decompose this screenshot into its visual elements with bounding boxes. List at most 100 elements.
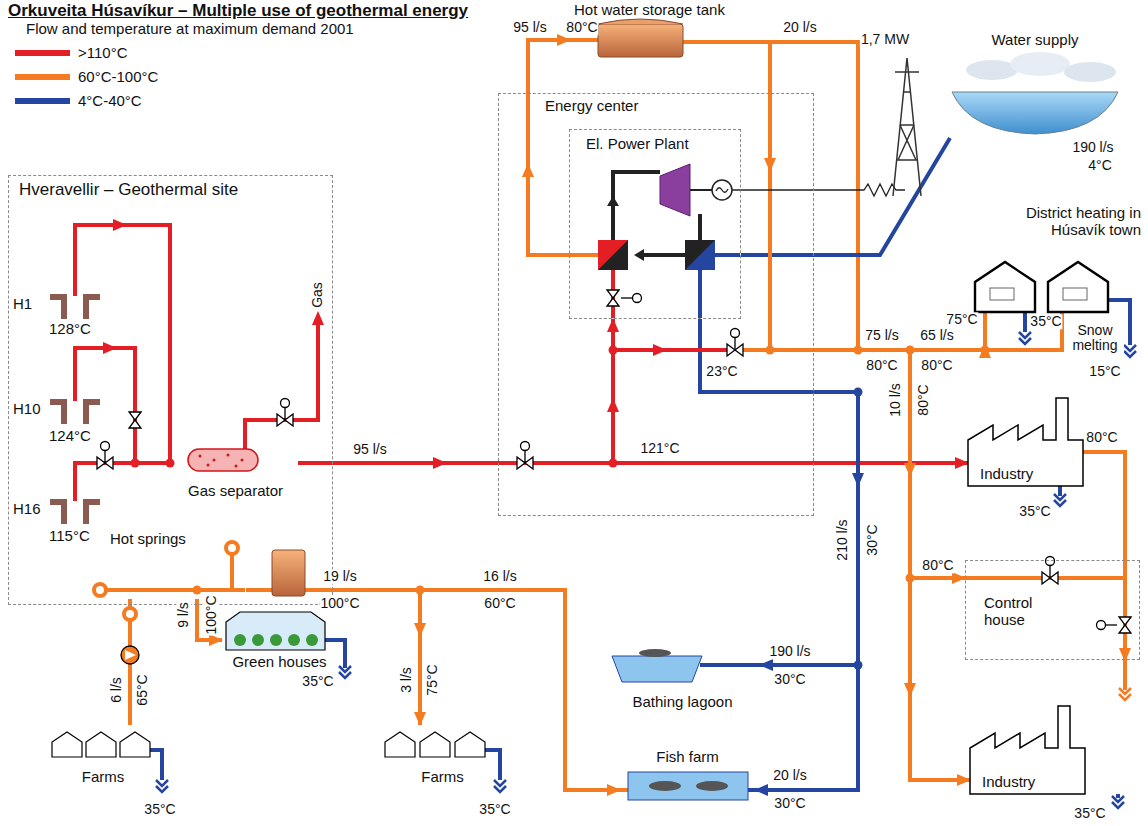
fish-pond: [649, 781, 681, 791]
pipe-connector: [814, 461, 968, 465]
flow-value: 80°C: [916, 383, 931, 416]
junction-dot: [166, 459, 175, 468]
pipe-connector: [814, 350, 970, 780]
drain-symbol: [1054, 494, 1066, 506]
lagoon: [612, 649, 702, 682]
house-symbol: [975, 262, 1035, 312]
heat-exchanger: [685, 240, 715, 270]
node-label: Farms: [421, 769, 464, 786]
control-valve: [727, 329, 743, 357]
control-valve: [633, 294, 642, 303]
storage-tank: [598, 19, 683, 57]
flow-value: 190 l/s: [768, 644, 811, 659]
hot-spring: [226, 542, 238, 554]
flow-value: 35°C: [1029, 314, 1062, 329]
storage-tank: [598, 19, 683, 24]
well: H10 124°C: [9, 401, 104, 447]
control-valve: [517, 442, 533, 470]
flow-value: 100°C: [204, 594, 219, 635]
orange-pipe: [743, 348, 985, 352]
blue-pipe: [715, 253, 740, 257]
node-label: Energy center: [545, 98, 638, 115]
flow-rate: 16 l/s: [482, 569, 517, 584]
pump: [121, 646, 139, 664]
control-valve: [1106, 624, 1117, 625]
greenhouse: [226, 601, 325, 650]
flow-rate: 121°C: [639, 441, 680, 456]
storage-tank: [598, 24, 683, 57]
legend-row: 4°C-40°C: [15, 92, 215, 110]
blue-pipe: [698, 270, 702, 318]
flow-arrow: [904, 463, 916, 477]
junction-dot: [854, 346, 863, 355]
blue-pipe: [485, 750, 500, 780]
flow-value: 75°C: [425, 663, 440, 696]
drain-symbol: [1124, 345, 1136, 357]
house-symbol: [990, 288, 1014, 300]
lagoon: [639, 649, 671, 657]
house-symbol: [52, 262, 1108, 757]
house-symbol: [455, 732, 485, 757]
pipe-connector: [741, 138, 950, 255]
flow-value: 80°C: [920, 358, 953, 373]
house-symbol: [120, 732, 150, 757]
node-label: Gas separator: [188, 483, 283, 500]
junction-dot: [131, 346, 990, 670]
orange-pipe: [683, 40, 730, 44]
blue-pipe: [150, 750, 162, 780]
flow-value: 30°C: [773, 672, 806, 687]
hot-spring: [124, 608, 136, 620]
spring-tank: [272, 550, 305, 596]
pipe-connector: [75, 348, 173, 463]
control-valve: [129, 412, 141, 428]
junction-dot: [416, 586, 425, 595]
pipe-connector: [730, 42, 985, 350]
control-valve: [1119, 617, 1131, 633]
node-label: District heating in Húsavík town: [971, 205, 1141, 238]
red-pipe: [245, 270, 814, 463]
farm-group: Farms: [48, 725, 158, 787]
node-value: 124°C: [49, 428, 91, 445]
flow-value: 4°C: [1087, 158, 1113, 173]
hot-springs: Hot springs: [106, 529, 246, 599]
flow-value: 100°C: [319, 596, 360, 611]
node-label: Fish farm: [656, 749, 719, 766]
gas-separator-tank: [199, 455, 202, 458]
node-label: Farms: [82, 769, 125, 786]
pipe-connector: [814, 350, 965, 578]
gas-separator-tank: [207, 464, 210, 467]
flow-value: 35°C: [1073, 806, 1106, 821]
flow-arrow: [312, 311, 324, 325]
lake: [1064, 62, 1116, 82]
gas-separator-tank: [235, 465, 238, 468]
flow-value: 60°C: [483, 596, 516, 611]
flow-arrow: [852, 473, 864, 487]
node-label: H1: [13, 296, 32, 313]
flow-rate: 6 l/s: [109, 676, 124, 704]
flow-rate: 95 l/s: [352, 442, 387, 457]
house-symbol: [420, 732, 450, 757]
pylon: [893, 58, 921, 196]
node-label: H10: [13, 401, 41, 418]
node-label: Hot water storage tank: [574, 2, 725, 19]
generator: [712, 180, 732, 200]
greenhouse: [270, 634, 282, 646]
node-label: Industry: [980, 466, 1033, 483]
lake: [1010, 52, 1070, 76]
greenhouse: [234, 634, 246, 646]
greenhouse: Green houses: [222, 605, 337, 671]
junction-dot: [854, 661, 863, 670]
drain-symbol: [156, 332, 1136, 808]
well-head: [50, 502, 100, 524]
drain-symbol: [1119, 688, 1131, 700]
legend-row: 60°C-100°C: [15, 68, 215, 86]
house-symbol: [86, 732, 116, 757]
node-value: 115°C: [49, 528, 90, 545]
turbine: [660, 164, 690, 216]
farm-group: Farms: [380, 725, 505, 787]
control-valve: [621, 297, 632, 298]
node-label: Water supply: [992, 32, 1079, 49]
factory: [968, 398, 1085, 794]
